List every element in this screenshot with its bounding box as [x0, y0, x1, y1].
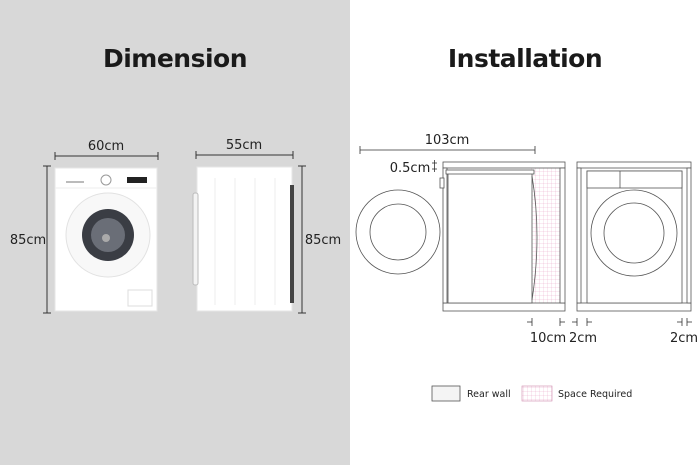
floor — [442, 302, 566, 312]
depth-dimension-line — [195, 151, 294, 159]
legend-rear-wall-label: Rear wall — [467, 389, 511, 400]
installation-side-view — [355, 161, 566, 312]
installation-title: Installation — [447, 44, 603, 73]
top-slab — [442, 161, 566, 169]
depth-label: 55cm — [226, 138, 262, 153]
washer-front-image — [54, 167, 158, 312]
washer-body — [447, 172, 533, 304]
washer-side-image — [192, 166, 294, 312]
front-height-label: 85cm — [10, 233, 46, 248]
legend-space-required-label: Space Required — [558, 389, 632, 400]
side-gap-left-label: 2cm — [569, 331, 597, 346]
side-gap-right-label: 2cm — [670, 331, 698, 346]
side-height-dimension-line — [298, 165, 306, 314]
rear-gap-label: 10cm — [530, 331, 566, 346]
installation-front-view — [576, 161, 692, 312]
front-height-dimension-line — [43, 165, 51, 314]
door-inner — [369, 203, 427, 261]
install-dimension-lines — [359, 146, 692, 326]
width-label: 60cm — [88, 139, 124, 154]
top-gap-label: 0.5cm — [390, 161, 431, 176]
space-required-area — [530, 168, 560, 303]
side-height-label: 85cm — [305, 233, 341, 248]
legend-space-required-swatch — [521, 385, 553, 402]
width-dimension-line — [54, 152, 159, 160]
dimension-title: Dimension — [102, 44, 248, 73]
rear-wall — [559, 167, 566, 304]
legend-rear-wall-swatch — [431, 385, 461, 402]
total-depth-label: 103cm — [425, 133, 470, 148]
